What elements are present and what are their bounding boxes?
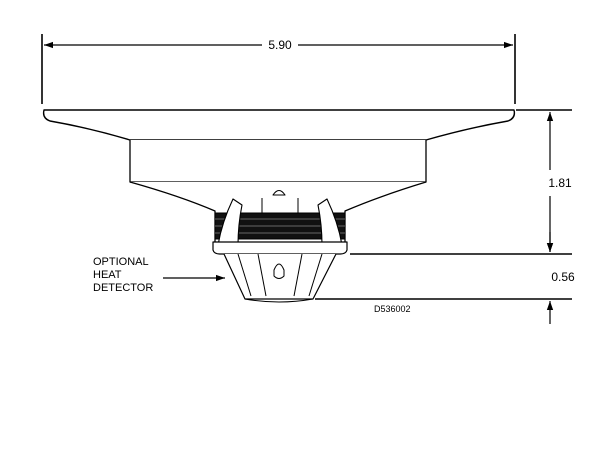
note-line-3: DETECTOR (93, 282, 153, 294)
heat-detector-callout: OPTIONAL HEAT DETECTOR (93, 256, 225, 294)
vent-fin-right (317, 198, 343, 246)
total-height-label: 1.81 (548, 176, 572, 190)
detector-body (42, 109, 516, 303)
housing-cylinder (129, 140, 427, 183)
note-line-1: OPTIONAL (93, 256, 149, 268)
detector-ring (212, 241, 348, 255)
width-dimension-label: 5.90 (268, 38, 292, 52)
height-dimensions: 1.81 0.56 (315, 109, 575, 324)
vent-fin-left (217, 198, 243, 246)
detector-height-label: 0.56 (551, 270, 575, 284)
led-indicator-icon (272, 189, 286, 196)
drawing-code: D536002 (374, 304, 411, 314)
mounting-flange (42, 109, 516, 141)
heat-detector-struts (237, 253, 323, 303)
note-line-2: HEAT (93, 269, 122, 281)
vent-center-ribs (261, 198, 299, 213)
thermistor-icon (273, 263, 285, 279)
width-dimension: 5.90 (41, 34, 516, 104)
